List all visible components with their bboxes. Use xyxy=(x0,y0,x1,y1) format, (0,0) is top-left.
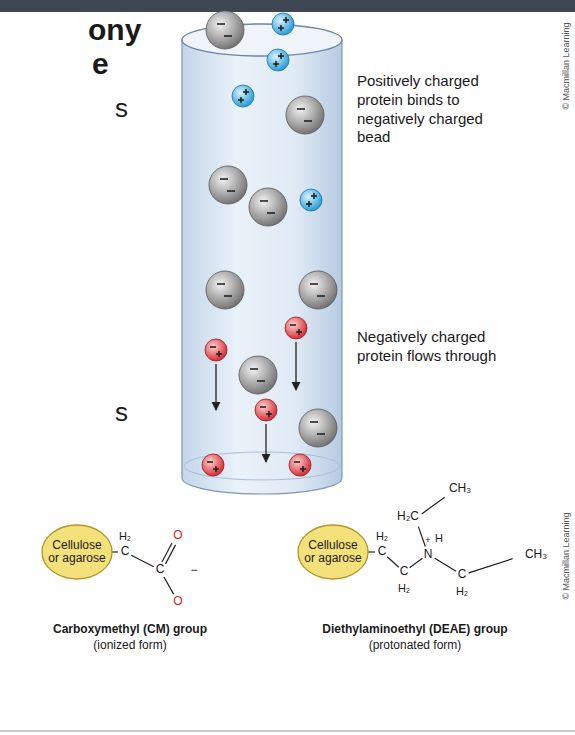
matrix-label: Cellulose or agarose xyxy=(304,539,362,565)
copyright-note: © Macmillan Learning xyxy=(561,512,571,599)
atom-label: CH₃ xyxy=(449,482,471,496)
column-liquid xyxy=(184,452,340,480)
negative-protein xyxy=(285,317,307,339)
positive-protein xyxy=(272,13,294,35)
positive-protein xyxy=(267,49,289,71)
resin-bead xyxy=(209,166,247,204)
atom-label: H₂ xyxy=(456,585,468,598)
chemical-bond xyxy=(162,543,172,562)
resin-bead xyxy=(206,11,244,49)
slide-title-fragment: s xyxy=(115,398,128,428)
atom-label: C xyxy=(400,565,409,579)
atom-label: H₂ xyxy=(119,530,131,543)
resin-bead xyxy=(239,356,277,394)
chemical-bond xyxy=(410,558,423,568)
matrix-label: Cellulose or agarose xyxy=(48,539,106,565)
title-bar xyxy=(0,0,575,12)
negative-protein xyxy=(205,339,227,361)
chemical-bond xyxy=(387,557,399,568)
support-matrix-circle: Cellulose or agarose xyxy=(297,524,369,580)
column-body xyxy=(182,40,342,494)
resin-bead xyxy=(286,96,324,134)
chemical-bond xyxy=(166,545,176,564)
atom-label: C xyxy=(156,563,165,577)
resin-bead xyxy=(206,271,244,309)
atom-label: − xyxy=(190,564,197,578)
resin-bead xyxy=(249,188,287,226)
slide-title-fragment: e xyxy=(92,47,109,82)
chemical-bond xyxy=(164,577,174,594)
atom-label: C xyxy=(121,545,130,559)
atom-label: CH₃ xyxy=(525,548,547,562)
structure-caption: Carboxymethyl (CM) group xyxy=(53,623,207,637)
chemical-bond xyxy=(435,558,456,571)
support-matrix-circle: Cellulose or agarose xyxy=(41,524,113,580)
structure-caption: Diethylaminoethyl (DEAE) group xyxy=(322,623,507,637)
chemical-bond xyxy=(422,497,445,514)
chemical-bond xyxy=(418,527,425,547)
atom-label: + xyxy=(425,535,430,545)
positive-protein xyxy=(300,189,322,211)
atom-label: C xyxy=(458,568,467,582)
copyright-note: © Macmillan Learning xyxy=(561,22,571,109)
atom-label: H₂ xyxy=(398,582,410,595)
positive-protein xyxy=(232,85,254,107)
callout-text: Negatively charged protein flows through xyxy=(357,328,507,366)
resin-bead xyxy=(299,271,337,309)
slide-title-fragment: s xyxy=(115,94,128,124)
resin-bead xyxy=(299,409,337,447)
structure-caption: (protonated form) xyxy=(369,639,462,653)
atom-label: H₂C xyxy=(397,510,419,524)
negative-protein xyxy=(202,454,224,476)
atom-label: H xyxy=(435,532,443,545)
chemical-bond xyxy=(131,555,154,567)
negative-protein xyxy=(289,454,311,476)
flow-arrow xyxy=(295,342,296,390)
slide-title-fragment: ony xyxy=(88,13,141,48)
negative-protein xyxy=(255,399,277,421)
chemical-bond xyxy=(469,559,513,573)
structure-caption: (ionized form) xyxy=(93,639,166,653)
atom-label: C xyxy=(378,545,387,559)
atom-label: O xyxy=(173,595,182,609)
atom-label: O xyxy=(173,529,182,543)
matrix-disc xyxy=(42,525,112,579)
flow-arrow xyxy=(265,424,266,462)
matrix-disc xyxy=(298,525,368,579)
bottom-rule xyxy=(0,730,575,732)
callout-text: Positively charged protein binds to nega… xyxy=(357,72,507,147)
atom-label: H₂ xyxy=(376,530,388,543)
flow-arrow xyxy=(215,364,216,410)
atom-label: N xyxy=(424,548,433,562)
